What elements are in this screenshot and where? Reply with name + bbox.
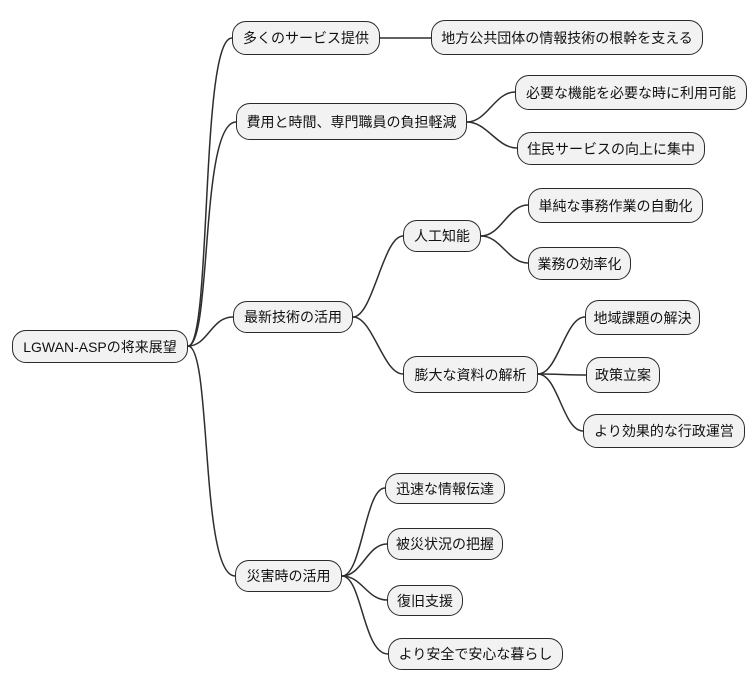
node-root-lgwan-asp-future: LGWAN-ASPの将来展望 [12,330,188,363]
connector-tech-ai [352,235,404,318]
connector-cost-ondemand [466,91,516,123]
node-recovery-support: 復旧支援 [387,585,463,616]
node-safer-living: より安全で安心な暮らし [388,638,563,670]
node-effective-administration: より効果的な行政運営 [583,414,745,448]
node-big-data-analysis: 膨大な資料の解析 [403,356,538,393]
node-cost-burden-reduction: 費用と時間、専門職員の負担軽減 [236,103,467,140]
connector-data-region [537,316,586,375]
node-latest-technology: 最新技術の活用 [233,301,353,333]
connector-cost-resident [466,121,518,149]
node-disaster-use: 災害時の活用 [235,560,342,592]
node-resident-service-focus: 住民サービスの向上に集中 [517,132,705,165]
connector-root-services [187,37,233,347]
node-task-automation: 単純な事務作業の自動化 [528,188,703,223]
node-many-services: 多くのサービス提供 [232,21,380,55]
node-functions-on-demand: 必要な機能を必要な時に利用可能 [515,75,747,110]
node-it-backbone: 地方公共団体の情報技術の根幹を支える [431,20,703,55]
connector-ai-efficiency [480,235,529,264]
node-artificial-intelligence: 人工知能 [403,220,481,252]
connector-disaster-rapid [341,487,386,577]
node-policy-planning: 政策立案 [586,357,660,393]
node-regional-issues: 地域課題の解決 [585,300,700,335]
connector-root-tech [187,316,234,347]
connector-disaster-recovery [341,575,388,601]
node-work-efficiency: 業務の効率化 [528,247,631,280]
connector-tech-data [352,316,404,375]
connector-ai-automation [480,204,529,237]
connector-disaster-safe [341,575,389,655]
connector-root-cost [187,121,237,347]
connector-disaster-status [341,543,388,577]
connector-data-policy [537,373,587,376]
connector-root-disaster [187,345,236,577]
node-damage-status: 被災状況の把握 [387,528,503,560]
connector-data-effective [537,373,584,432]
node-rapid-information: 迅速な情報伝達 [385,473,505,504]
